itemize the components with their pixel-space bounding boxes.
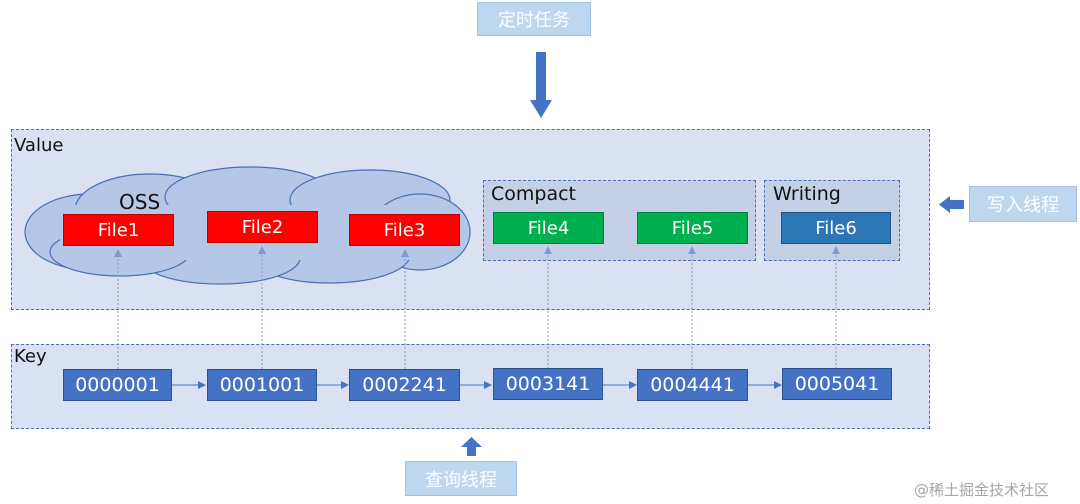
key-box-2: 0001001 [207,369,317,401]
file-box-3: File3 [349,214,460,246]
file-label: File4 [527,217,570,239]
file-box-6: File6 [781,212,891,244]
scheduled-task-label: 定时任务 [498,10,570,31]
key-box-1: 0000001 [63,369,172,401]
scheduled-task-arrow [530,52,552,118]
file-box-1: File1 [63,214,174,246]
scheduled-task-box: 定时任务 [477,2,591,36]
write-thread-label: 写入线程 [987,195,1059,216]
write-thread-arrow [939,196,964,213]
oss-label: OSS [119,190,161,214]
compact-label: Compact [491,183,576,205]
key-label: 0005041 [794,373,880,395]
file-box-2: File2 [207,211,318,243]
key-box-5: 0004441 [637,369,748,401]
writing-label: Writing [773,183,841,205]
file-label: File3 [383,219,426,241]
query-thread-box: 查询线程 [405,461,517,496]
query-thread-label: 查询线程 [425,469,497,491]
key-label: 0004441 [650,374,735,396]
key-box-6: 0005041 [782,368,892,400]
write-thread-box: 写入线程 [969,186,1077,222]
key-label: 0001001 [219,374,305,396]
query-thread-arrow [461,437,482,456]
key-box-4: 0003141 [493,368,603,400]
key-panel-label: Key [14,346,47,367]
file-label: File1 [97,219,140,241]
key-label: 0002241 [362,374,447,396]
file-label: File6 [815,217,857,239]
watermark: @稀土掘金技术社区 [914,481,1050,499]
file-label: File2 [241,216,284,238]
key-label: 0003141 [505,373,591,395]
file-box-4: File4 [493,212,604,244]
value-panel-label: Value [14,135,64,156]
key-box-3: 0002241 [349,369,460,401]
key-label: 0000001 [75,374,160,396]
file-label: File5 [671,217,714,239]
file-box-5: File5 [637,212,748,244]
